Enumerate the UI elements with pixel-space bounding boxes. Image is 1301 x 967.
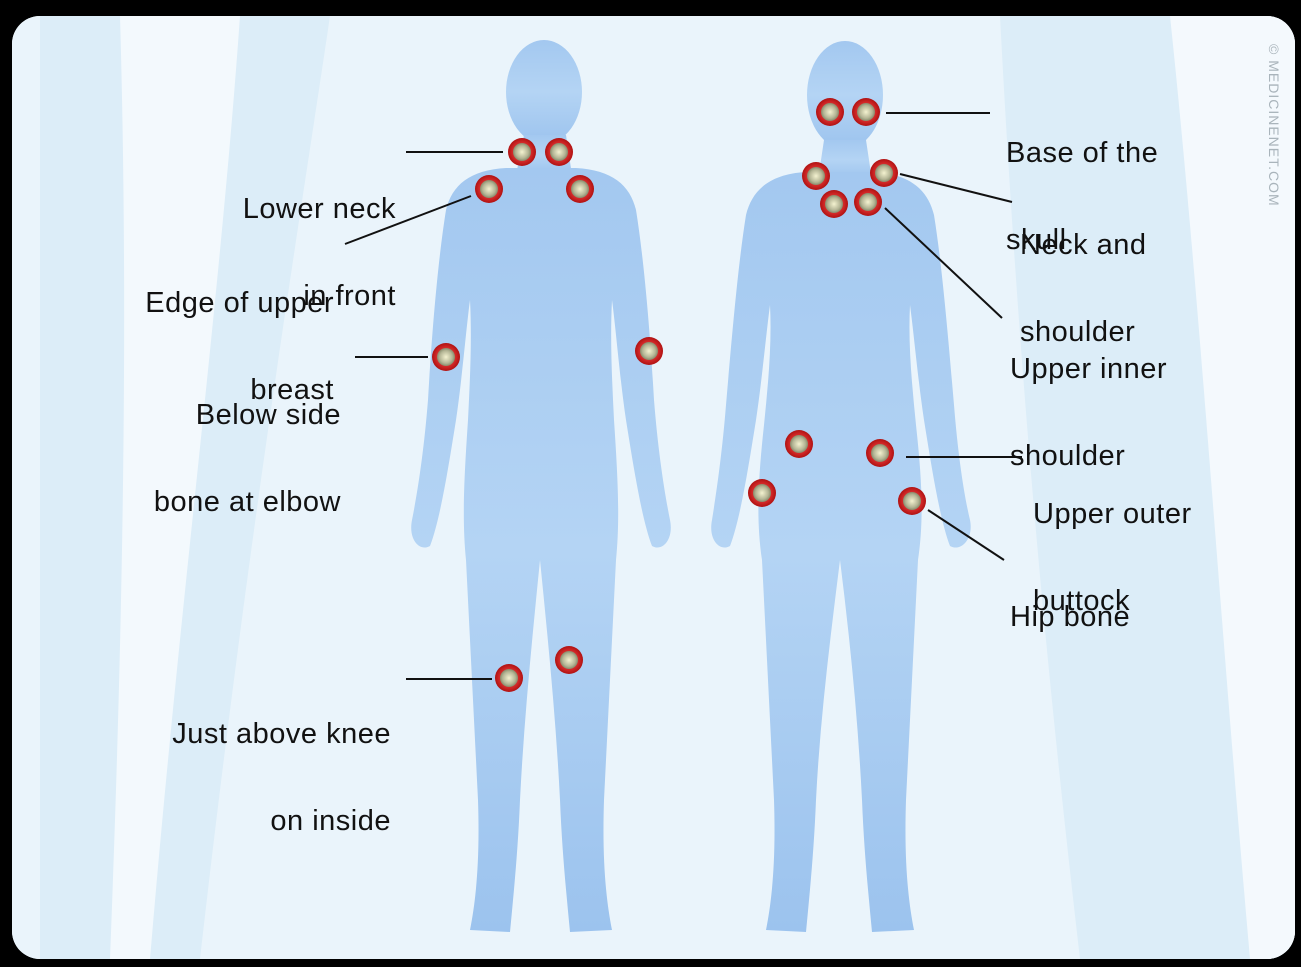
tender-point-marker-icon [545, 138, 573, 166]
tender-point-marker-icon [508, 138, 536, 166]
tender-point-marker-icon [432, 343, 460, 371]
tender-point-marker-icon [748, 479, 776, 507]
tender-point-marker-icon [555, 646, 583, 674]
label-line: on inside [172, 807, 391, 836]
tender-point-marker-icon [870, 159, 898, 187]
tender-point-marker-icon [802, 162, 830, 190]
label-line: Just above knee [172, 720, 391, 749]
copyright-credit: © MEDICINENET.COM [1266, 44, 1282, 207]
tender-point-marker-icon [854, 188, 882, 216]
label-line: bone at elbow [154, 488, 341, 517]
tender-point-marker-icon [635, 337, 663, 365]
tender-point-marker-icon [785, 430, 813, 458]
label-elbow: Below side bone at elbow [154, 343, 341, 546]
label-hip: Hip bone [1010, 545, 1130, 661]
tender-point-marker-icon [475, 175, 503, 203]
label-line: Hip bone [1010, 603, 1130, 632]
label-knee: Just above knee on inside [172, 662, 391, 865]
tender-point-marker-icon [816, 98, 844, 126]
tender-point-marker-icon [495, 664, 523, 692]
label-line: Neck and [1020, 231, 1147, 260]
tender-point-marker-icon [820, 190, 848, 218]
tender-point-marker-icon [566, 175, 594, 203]
label-line: Lower neck [243, 195, 396, 224]
label-line: Base of the [1006, 139, 1158, 168]
label-line: Upper outer [1033, 500, 1192, 529]
label-line: Below side [154, 401, 341, 430]
tender-point-marker-icon [852, 98, 880, 126]
label-line: Edge of upper [145, 289, 334, 318]
label-line: Upper inner [1010, 355, 1167, 384]
tender-point-marker-icon [898, 487, 926, 515]
tender-point-marker-icon [866, 439, 894, 467]
